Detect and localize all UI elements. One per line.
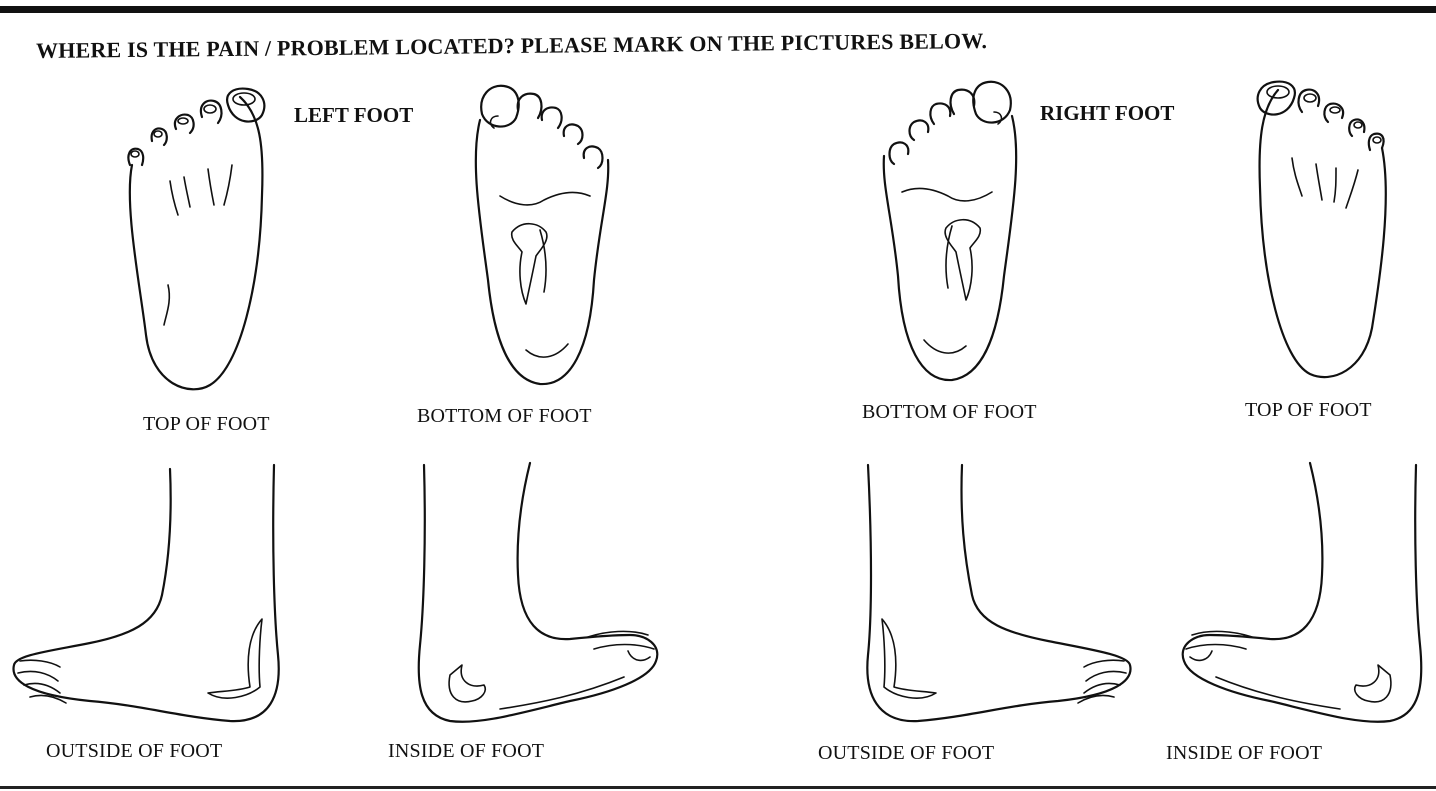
left-foot-inside-diagram[interactable] [410, 455, 670, 735]
left-outside-caption: OUTSIDE OF FOOT [46, 740, 222, 763]
left-inside-caption: INSIDE OF FOOT [388, 740, 544, 763]
right-foot-inside-diagram[interactable] [1170, 455, 1430, 735]
left-bottom-caption: BOTTOM OF FOOT [417, 405, 592, 428]
left-foot-outside-diagram[interactable] [10, 455, 300, 725]
right-inside-caption: INSIDE OF FOOT [1166, 742, 1322, 765]
left-foot-bottom-diagram[interactable] [460, 80, 620, 400]
form-question-heading: WHERE IS THE PAIN / PROBLEM LOCATED? PLE… [36, 28, 987, 64]
left-top-caption: TOP OF FOOT [143, 413, 270, 436]
right-bottom-caption: BOTTOM OF FOOT [862, 401, 1037, 424]
right-foot-bottom-diagram[interactable] [872, 76, 1032, 396]
top-divider [0, 6, 1436, 13]
left-foot-top-diagram[interactable] [110, 85, 290, 405]
left-foot-label: LEFT FOOT [294, 103, 413, 128]
right-foot-outside-diagram[interactable] [848, 455, 1138, 725]
right-top-caption: TOP OF FOOT [1245, 399, 1372, 422]
bottom-divider [0, 786, 1436, 789]
right-foot-top-diagram[interactable] [1232, 78, 1412, 388]
right-outside-caption: OUTSIDE OF FOOT [818, 742, 994, 765]
right-foot-label: RIGHT FOOT [1040, 101, 1174, 126]
